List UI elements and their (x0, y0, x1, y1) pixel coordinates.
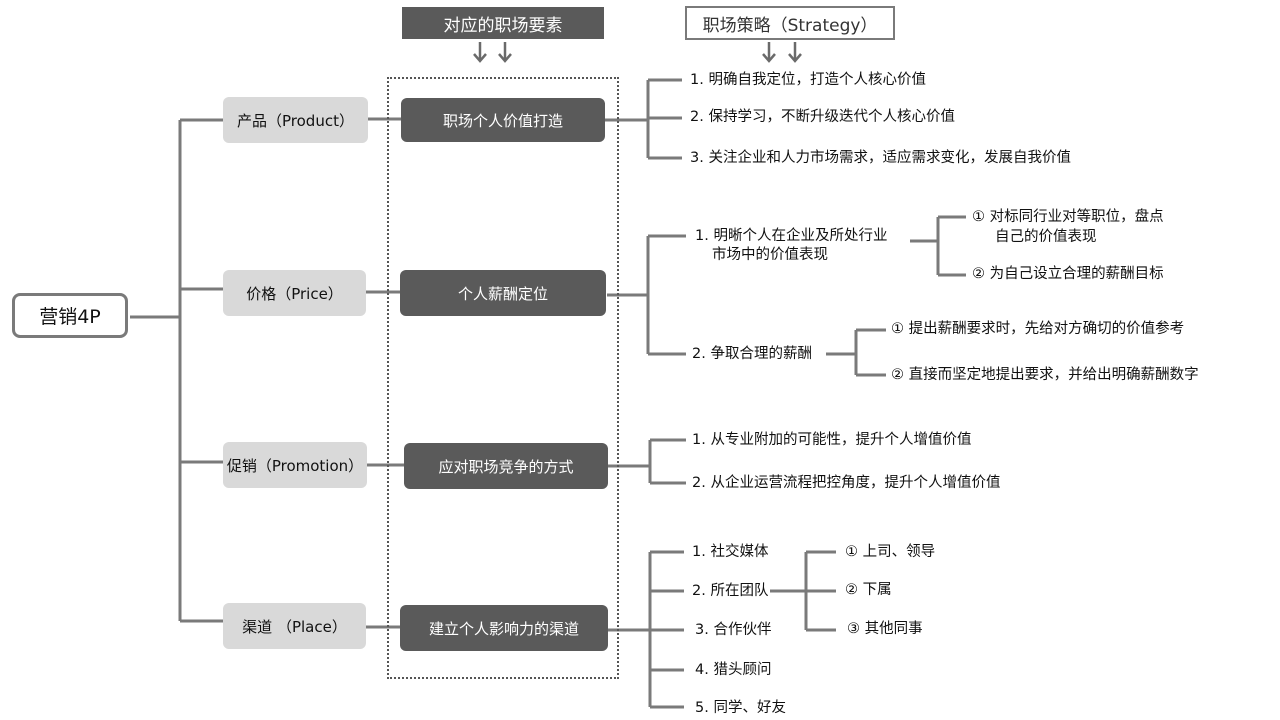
strategy-price-2-sub1: ① 提出薪酬要求时，先给对方确切的价值参考 (891, 321, 1185, 337)
strategy-price-1-sub1-line2: 自己的价值表现 (995, 229, 1097, 245)
element-personal-value: 职场个人价值打造 (401, 98, 605, 142)
strategy-price-2-sub2: ② 直接而坚定地提出要求，并给出明确薪酬数字 (891, 367, 1199, 383)
element-salary-positioning: 个人薪酬定位 (400, 270, 606, 316)
strategy-place-2: 2. 所在团队 (692, 583, 769, 599)
strategy-place-1: 1. 社交媒体 (692, 544, 769, 560)
node-promotion: 促销（Promotion） (223, 442, 367, 488)
strategy-price-1-sub1-line1: ① 对标同行业对等职位，盘点 (972, 209, 1164, 225)
strategy-price-1-line2: 市场中的价值表现 (712, 247, 828, 263)
element-competition: 应对职场竞争的方式 (404, 443, 608, 489)
elements-header: 对应的职场要素 (402, 7, 604, 39)
node-place: 渠道 （Place） (223, 603, 366, 649)
strategy-promotion-1: 1. 从专业附加的可能性，提升个人增值价值 (692, 432, 972, 448)
element-influence-channels: 建立个人影响力的渠道 (400, 605, 608, 651)
team-sub-3: ③ 其他同事 (847, 621, 923, 637)
strategy-price-1-sub2: ② 为自己设立合理的薪酬目标 (972, 266, 1164, 282)
strategy-place-5: 5. 同学、好友 (695, 700, 786, 716)
elements-frame (387, 77, 619, 679)
node-price: 价格（Price） (223, 270, 366, 316)
node-product: 产品（Product） (223, 97, 368, 143)
strategy-price-2: 2. 争取合理的薪酬 (692, 346, 812, 362)
strategy-promotion-2: 2. 从企业运营流程把控角度，提升个人增值价值 (692, 475, 1001, 491)
strategy-product-3: 3. 关注企业和人力市场需求，适应需求变化，发展自我价值 (690, 150, 1071, 166)
strategy-header: 职场策略（Strategy） (685, 6, 895, 40)
strategy-product-2: 2. 保持学习，不断升级迭代个人核心价值 (690, 109, 955, 125)
team-sub-1: ① 上司、领导 (845, 544, 936, 560)
strategy-price-1-line1: 1. 明晰个人在企业及所处行业 (695, 228, 888, 244)
strategy-place-4: 4. 猎头顾问 (695, 662, 772, 678)
strategy-place-3: 3. 合作伙伴 (695, 622, 772, 638)
team-sub-2: ② 下属 (845, 582, 892, 598)
strategy-product-1: 1. 明确自我定位，打造个人核心价值 (690, 72, 926, 88)
root-node: 营销4P (12, 293, 128, 338)
